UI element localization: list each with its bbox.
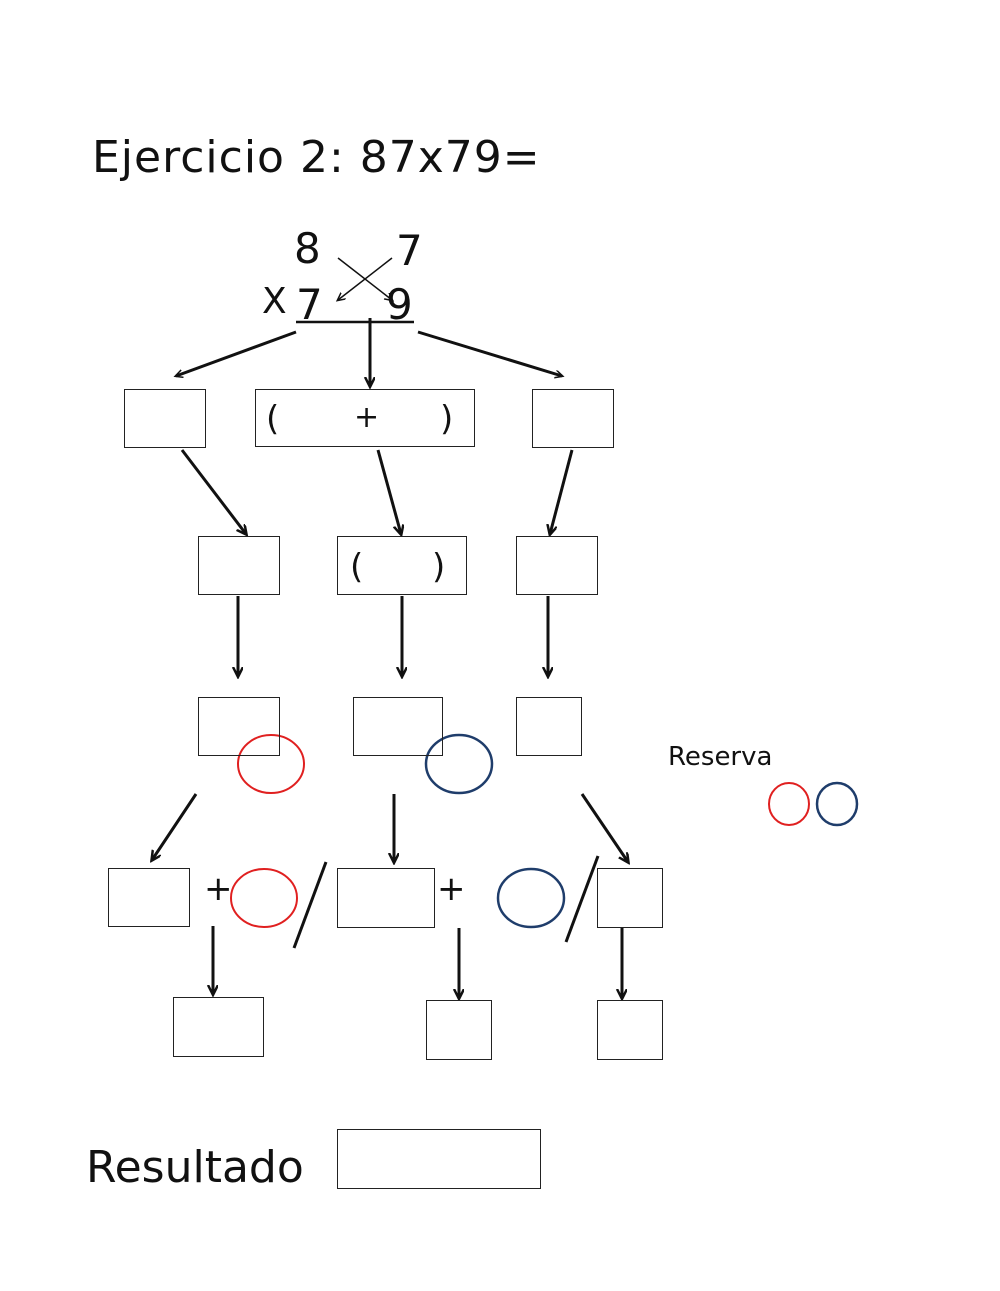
answer-box-r4-middle[interactable]: [337, 868, 435, 928]
top-units-digit: 7: [396, 226, 423, 275]
answer-box-r4-right[interactable]: [597, 868, 663, 928]
slash-2: [564, 855, 600, 943]
carry-circle-blue: [424, 733, 494, 795]
plus-sign-2: +: [204, 869, 233, 909]
cross-arrow-2: [338, 257, 393, 300]
answer-box-cross-sum[interactable]: [255, 389, 475, 447]
slash-1: [292, 861, 328, 949]
plus-sign-3: +: [437, 869, 466, 909]
open-paren-1: (: [266, 399, 280, 439]
arrow-r3-left: [152, 793, 198, 860]
answer-box-r3-right[interactable]: [516, 697, 582, 756]
carry-circle-red: [237, 734, 305, 794]
multiply-operator: X: [262, 281, 287, 322]
answer-box-tens-product[interactable]: [532, 389, 614, 448]
answer-box-r5-middle[interactable]: [426, 1000, 492, 1060]
close-paren-2: ): [432, 547, 446, 587]
answer-box-r4-left[interactable]: [108, 868, 190, 927]
arrow-r1-right: [550, 449, 574, 534]
answer-box-r2-right[interactable]: [516, 536, 598, 595]
reserva-circle-blue: [815, 781, 859, 827]
answer-box-r3-left[interactable]: [198, 697, 280, 756]
arrow-top-left: [176, 330, 297, 376]
open-paren-2: (: [350, 547, 364, 587]
bottom-units-digit: 9: [386, 280, 413, 329]
answer-box-r5-left[interactable]: [173, 997, 264, 1057]
reserva-label: Reserva: [668, 742, 773, 772]
add-circle-blue: [496, 867, 566, 929]
answer-box-r3-middle[interactable]: [353, 697, 443, 756]
answer-box-r5-right[interactable]: [597, 1000, 663, 1060]
arrow-r1-middle: [376, 449, 401, 534]
top-tens-digit: 8: [294, 224, 321, 273]
arrow-top-right: [417, 330, 562, 376]
close-paren-1: ): [440, 399, 454, 439]
reserva-circle-red: [768, 782, 810, 826]
resultado-label: Resultado: [86, 1142, 304, 1193]
arrow-r3-right: [580, 793, 628, 862]
answer-box-units-product[interactable]: [124, 389, 206, 448]
add-circle-red: [230, 868, 298, 928]
arrow-r1-left: [180, 449, 246, 534]
plus-sign-1: +: [354, 400, 380, 435]
bottom-tens-digit: 7: [296, 280, 323, 329]
answer-box-r2-middle[interactable]: [337, 536, 467, 595]
answer-box-r2-left[interactable]: [198, 536, 280, 595]
resultado-answer-box[interactable]: [337, 1129, 541, 1189]
exercise-title: Ejercicio 2: 87x79=: [92, 132, 541, 183]
